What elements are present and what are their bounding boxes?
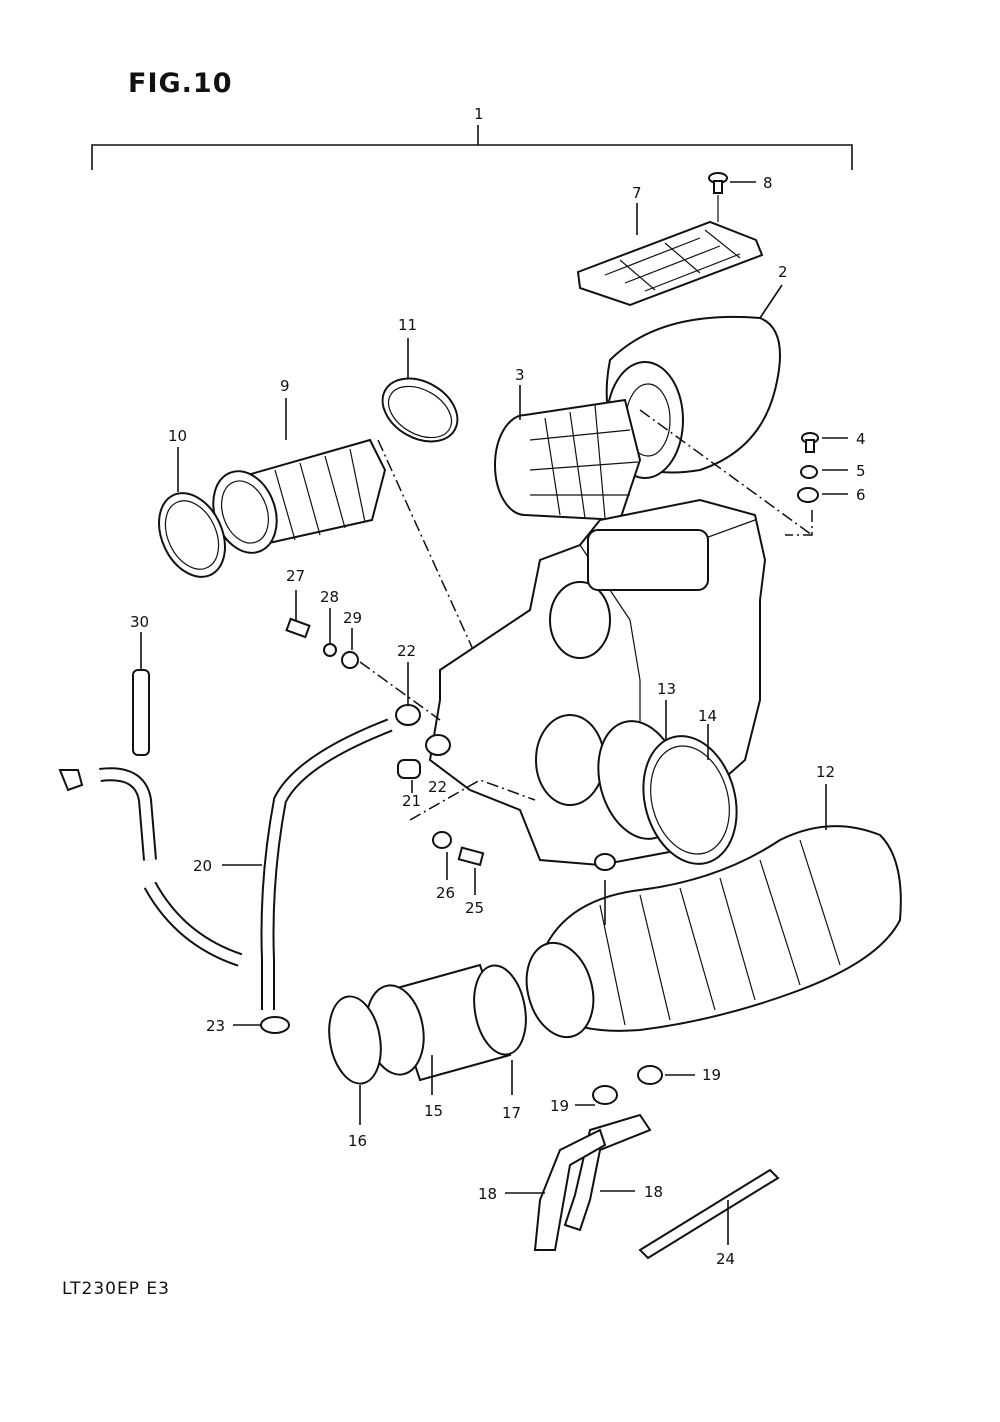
label-3: 3 xyxy=(515,366,525,384)
parts-25-29-bolts-washers xyxy=(285,590,536,895)
label-22-top: 22 xyxy=(397,642,416,660)
label-13: 13 xyxy=(657,680,676,698)
label-18-right: 18 xyxy=(644,1183,663,1201)
label-26: 26 xyxy=(436,884,455,902)
parts-20-23-30-breather-hose xyxy=(58,632,393,1034)
label-16: 16 xyxy=(348,1132,367,1150)
label-19-right: 19 xyxy=(702,1066,721,1084)
label-9: 9 xyxy=(280,377,290,395)
label-8: 8 xyxy=(763,174,773,192)
label-7: 7 xyxy=(632,184,642,202)
figure-title: FIG.10 xyxy=(128,68,233,99)
label-2: 2 xyxy=(778,263,788,281)
label-23: 23 xyxy=(206,1017,225,1035)
label-5: 5 xyxy=(856,462,866,480)
parts-21-22-clamps-cap xyxy=(395,662,451,793)
parts-15-16-17-hose-clamps xyxy=(328,963,527,1125)
part-11-ring xyxy=(381,338,459,443)
part-9-intake-boot xyxy=(212,398,481,666)
part-8-screw xyxy=(708,172,756,222)
label-22-bottom: 22 xyxy=(428,778,447,796)
parts-18-19-drain-tubes xyxy=(505,1065,695,1251)
parts-4-5-6-fasteners xyxy=(785,432,848,536)
part-12-air-duct xyxy=(525,784,902,1039)
label-24: 24 xyxy=(716,1250,735,1268)
label-25: 25 xyxy=(465,899,484,917)
label-12: 12 xyxy=(816,763,835,781)
assembly-bracket xyxy=(91,125,853,170)
part-10-clamp xyxy=(158,447,226,578)
part-labels: 1 2 3 4 5 6 7 8 9 10 11 12 13 14 15 16 1… xyxy=(130,105,866,1268)
label-6: 6 xyxy=(856,486,866,504)
part-3-filter-cage xyxy=(494,385,813,536)
label-27: 27 xyxy=(286,567,305,585)
label-30: 30 xyxy=(130,613,149,631)
model-code: LT230EP E3 xyxy=(62,1279,170,1299)
label-19-left: 19 xyxy=(550,1097,569,1115)
label-4: 4 xyxy=(856,430,866,448)
part-24-tie-strap xyxy=(638,1168,780,1260)
part-2-filter-element xyxy=(605,284,783,479)
label-10: 10 xyxy=(168,427,187,445)
label-15: 15 xyxy=(424,1102,443,1120)
label-17: 17 xyxy=(502,1104,521,1122)
label-28: 28 xyxy=(320,588,339,606)
parts-13-14-connector-rings xyxy=(597,700,738,865)
label-11: 11 xyxy=(398,316,417,334)
label-14: 14 xyxy=(698,707,717,725)
label-1: 1 xyxy=(474,105,484,123)
label-29: 29 xyxy=(343,609,362,627)
part-7-cover-plate xyxy=(576,203,764,307)
label-21: 21 xyxy=(402,792,421,810)
label-20: 20 xyxy=(193,857,212,875)
label-18-left: 18 xyxy=(478,1185,497,1203)
